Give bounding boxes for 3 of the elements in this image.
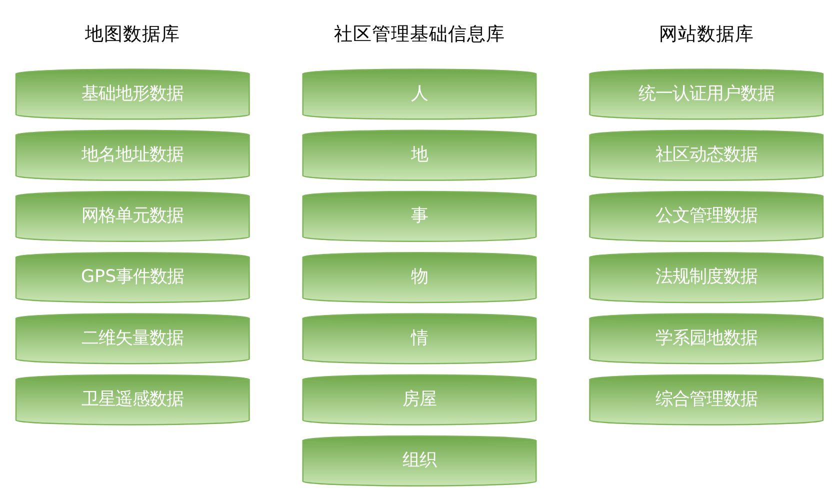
- label: 社区管理基础信息库: [334, 24, 504, 45]
- label: 网站数据库: [658, 24, 754, 45]
- label: 地图数据库: [84, 24, 180, 45]
